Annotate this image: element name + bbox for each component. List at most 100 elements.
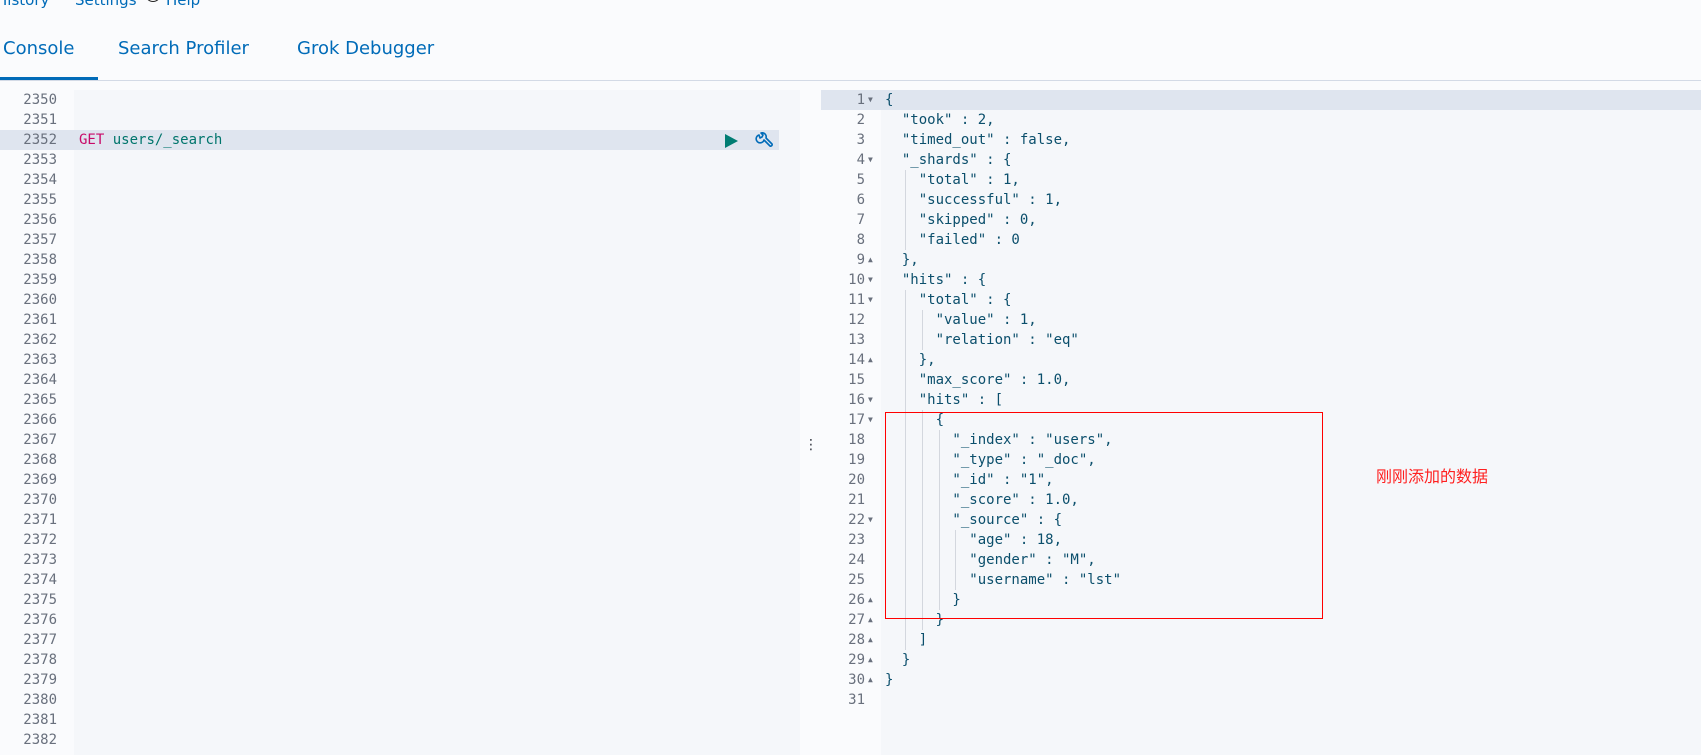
code-text: "timed_out" : false, [885, 132, 1071, 148]
unfold-arrow-icon[interactable]: ▲ [868, 635, 873, 644]
response-viewer: 1▼{2 "took" : 2,3 "timed_out" : false,4▼… [821, 90, 1701, 755]
wrench-icon[interactable] [755, 132, 773, 150]
response-line: 18 "_index" : "users", [821, 430, 1701, 450]
code-text: "max_score" : 1.0, [885, 372, 1071, 388]
tab-grok-debugger[interactable]: Grok Debugger [297, 38, 435, 59]
code-text: "hits" : [ [885, 392, 1004, 408]
resize-handle[interactable]: ⋮ [804, 437, 818, 453]
line-number: 22 [848, 512, 865, 528]
response-line: 20 "_id" : "1", [821, 470, 1701, 490]
response-line: 13 "relation" : "eq" [821, 330, 1701, 350]
tab-console[interactable]: Console [3, 38, 75, 59]
fold-arrow-icon[interactable]: ▼ [868, 95, 873, 104]
response-line: 19 "_type" : "_doc", [821, 450, 1701, 470]
fold-arrow-icon[interactable]: ▼ [868, 395, 873, 404]
menu-settings[interactable]: Settings [75, 0, 137, 9]
code-text: ] [885, 632, 928, 648]
code-text: "failed" : 0 [885, 232, 1020, 248]
fold-arrow-icon[interactable]: ▼ [868, 295, 873, 304]
unfold-arrow-icon[interactable]: ▲ [868, 675, 873, 684]
line-number: 14 [848, 352, 865, 368]
unfold-arrow-icon[interactable]: ▲ [868, 615, 873, 624]
fold-arrow-icon[interactable]: ▼ [868, 275, 873, 284]
indent-guide [921, 410, 923, 630]
menu-help[interactable]: Help [166, 0, 201, 9]
line-number: 25 [848, 572, 865, 588]
response-line: 3 "timed_out" : false, [821, 130, 1701, 150]
code-text: "username" : "lst" [885, 572, 1122, 588]
indent-guide [938, 430, 940, 610]
line-number: 20 [848, 472, 865, 488]
indent-guide [904, 290, 906, 650]
line-number: 2369 [23, 472, 57, 488]
unfold-arrow-icon[interactable]: ▲ [868, 255, 873, 264]
code-text: "successful" : 1, [885, 192, 1063, 208]
line-number: 2381 [23, 712, 57, 728]
line-number: 2363 [23, 352, 57, 368]
line-number: 2371 [23, 512, 57, 528]
line-number: 4 [856, 152, 865, 168]
code-text: { [885, 412, 945, 428]
response-line: 12 "value" : 1, [821, 310, 1701, 330]
response-line: 8 "failed" : 0 [821, 230, 1701, 250]
line-number: 10 [848, 272, 865, 288]
request-line[interactable]: GET users/_search [79, 130, 222, 150]
code-text: } [885, 592, 961, 608]
line-number: 19 [848, 452, 865, 468]
unfold-arrow-icon[interactable]: ▲ [868, 355, 873, 364]
line-number: 2377 [23, 632, 57, 648]
response-line: 17▼ { [821, 410, 1701, 430]
line-number: 2366 [23, 412, 57, 428]
line-number: 26 [848, 592, 865, 608]
menu-history[interactable]: History [0, 0, 50, 9]
line-number: 3 [856, 132, 865, 148]
line-number: 2352 [23, 132, 57, 148]
line-number: 2355 [23, 192, 57, 208]
response-line: 21 "_score" : 1.0, [821, 490, 1701, 510]
line-number: 2379 [23, 672, 57, 688]
line-number: 7 [856, 212, 865, 228]
fold-arrow-icon[interactable]: ▼ [868, 155, 873, 164]
code-text: }, [885, 252, 919, 268]
line-number: 24 [848, 552, 865, 568]
response-line: 6 "successful" : 1, [821, 190, 1701, 210]
line-number: 2358 [23, 252, 57, 268]
line-number: 2372 [23, 532, 57, 548]
fold-arrow-icon[interactable]: ▼ [868, 415, 873, 424]
code-text: } [885, 652, 911, 668]
line-number: 5 [856, 172, 865, 188]
code-text: "value" : 1, [885, 312, 1037, 328]
response-line: 2 "took" : 2, [821, 110, 1701, 130]
unfold-arrow-icon[interactable]: ▲ [868, 595, 873, 604]
code-text: "age" : 18, [885, 532, 1063, 548]
line-number: 2378 [23, 652, 57, 668]
annotation-box [885, 412, 1323, 619]
indent-guide [955, 530, 957, 590]
response-line: 10▼ "hits" : { [821, 270, 1701, 290]
response-line: 28▲ ] [821, 630, 1701, 650]
tab-search-profiler[interactable]: Search Profiler [118, 38, 249, 59]
response-line: 24 "gender" : "M", [821, 550, 1701, 570]
line-number: 2374 [23, 572, 57, 588]
code-text: "total" : { [885, 292, 1012, 308]
request-gutter [0, 90, 74, 755]
line-number: 16 [848, 392, 865, 408]
response-line: 9▲ }, [821, 250, 1701, 270]
request-path: users/_search [112, 132, 223, 148]
code-text: "gender" : "M", [885, 552, 1096, 568]
code-text: "_score" : 1.0, [885, 492, 1079, 508]
response-gutter [821, 90, 881, 755]
line-number: 2361 [23, 312, 57, 328]
fold-arrow-icon[interactable]: ▼ [868, 515, 873, 524]
play-icon[interactable] [725, 134, 738, 148]
code-text: "_index" : "users", [885, 432, 1113, 448]
line-number: 30 [848, 672, 865, 688]
code-text: "_id" : "1", [885, 472, 1054, 488]
unfold-arrow-icon[interactable]: ▲ [868, 655, 873, 664]
line-number: 2380 [23, 692, 57, 708]
request-method: GET [79, 132, 105, 148]
line-number: 2365 [23, 392, 57, 408]
line-number: 21 [848, 492, 865, 508]
line-number: 15 [848, 372, 865, 388]
